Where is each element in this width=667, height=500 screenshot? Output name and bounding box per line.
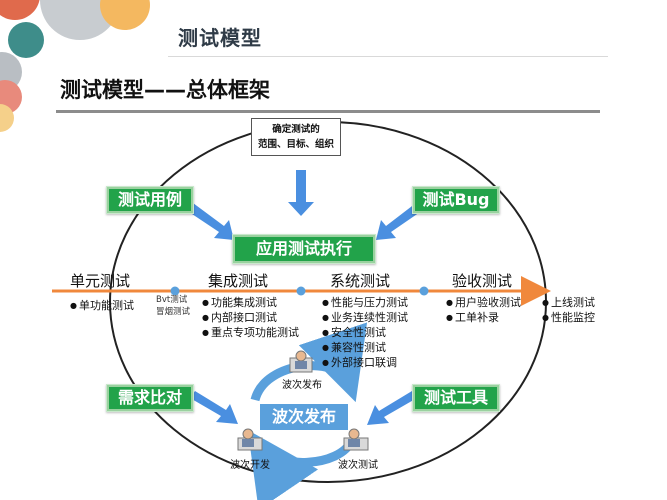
list-item: 兼容性测试 <box>322 340 408 355</box>
list-item: 安全性测试 <box>322 325 408 340</box>
diagram-title-rule <box>56 110 600 113</box>
scope-box: 确定测试的 范围、目标、组织 <box>251 118 341 156</box>
timeline-dot-1 <box>170 286 180 296</box>
corner-box-requirement-compare: 需求比对 <box>106 384 194 412</box>
arrow-bottom-right <box>367 391 417 425</box>
arrow-top-right <box>376 203 423 240</box>
list-item: 单功能测试 <box>70 298 134 313</box>
decor-circle-cream <box>0 104 14 132</box>
integration-test-items: 功能集成测试 内部接口测试 重点专项功能测试 <box>202 295 299 340</box>
corner-box-test-cases: 测试用例 <box>106 186 194 214</box>
diagram-title: 测试模型——总体框架 <box>60 78 270 102</box>
list-item: 上线测试 <box>542 295 595 310</box>
wave-develop-label: 波次开发 <box>230 460 270 471</box>
wave-test-label: 波次测试 <box>338 460 378 471</box>
stage-system-test: 系统测试 <box>330 272 391 290</box>
arrow-scope-down <box>288 170 314 216</box>
center-box-execution: 应用测试执行 <box>232 234 376 264</box>
list-item: 性能监控 <box>542 310 595 325</box>
smoke-item: 冒烟测试 <box>156 307 191 317</box>
decor-circle-red <box>0 0 40 20</box>
acceptance-test-items: 用户验收测试 工单补录 <box>446 295 521 325</box>
stage-unit-test: 单元测试 <box>70 272 131 290</box>
unit-test-items: 单功能测试 <box>70 298 134 313</box>
timeline-dot-2 <box>296 286 306 296</box>
blue-arrows <box>186 170 423 425</box>
decor-circle-teal <box>8 22 44 58</box>
person-icon-release <box>289 350 313 373</box>
list-item: 外部接口联调 <box>322 355 408 370</box>
corner-box-test-bug: 测试Bug <box>412 186 500 214</box>
person-icon-test <box>343 428 369 451</box>
list-item: 用户验收测试 <box>446 295 521 310</box>
wave-center-bg <box>260 404 348 430</box>
stage-integration-test: 集成测试 <box>208 272 269 290</box>
person-icon-develop <box>237 428 263 451</box>
wave-release-center-label: 波次发布 <box>271 407 336 426</box>
slide-title-underline <box>168 56 608 57</box>
scope-line-2: 范围、目标、组织 <box>257 139 334 150</box>
post-release-items: 上线测试 性能监控 <box>542 295 595 325</box>
wave-release-label: 波次发布 <box>282 380 322 391</box>
list-item: 性能与压力测试 <box>322 295 408 310</box>
arrow-top-left <box>186 203 234 240</box>
list-item: 内部接口测试 <box>202 310 299 325</box>
list-item: 功能集成测试 <box>202 295 299 310</box>
scope-line-1: 确定测试的 <box>272 124 320 135</box>
timeline-dot-3 <box>419 286 429 296</box>
arrow-bottom-left <box>190 391 238 424</box>
corner-box-test-tools: 测试工具 <box>412 384 500 412</box>
stage-acceptance-test: 验收测试 <box>452 272 513 290</box>
list-item: 重点专项功能测试 <box>202 325 299 340</box>
list-item: 业务连续性测试 <box>322 310 408 325</box>
bvt-item: Bvt测试 <box>156 295 188 305</box>
slide-title: 测试模型 <box>178 26 262 50</box>
bvt-smoke-items: Bvt测试 冒烟测试 <box>156 294 190 318</box>
list-item: 工单补录 <box>446 310 521 325</box>
system-test-items: 性能与压力测试 业务连续性测试 安全性测试 兼容性测试 外部接口联调 <box>322 295 408 370</box>
